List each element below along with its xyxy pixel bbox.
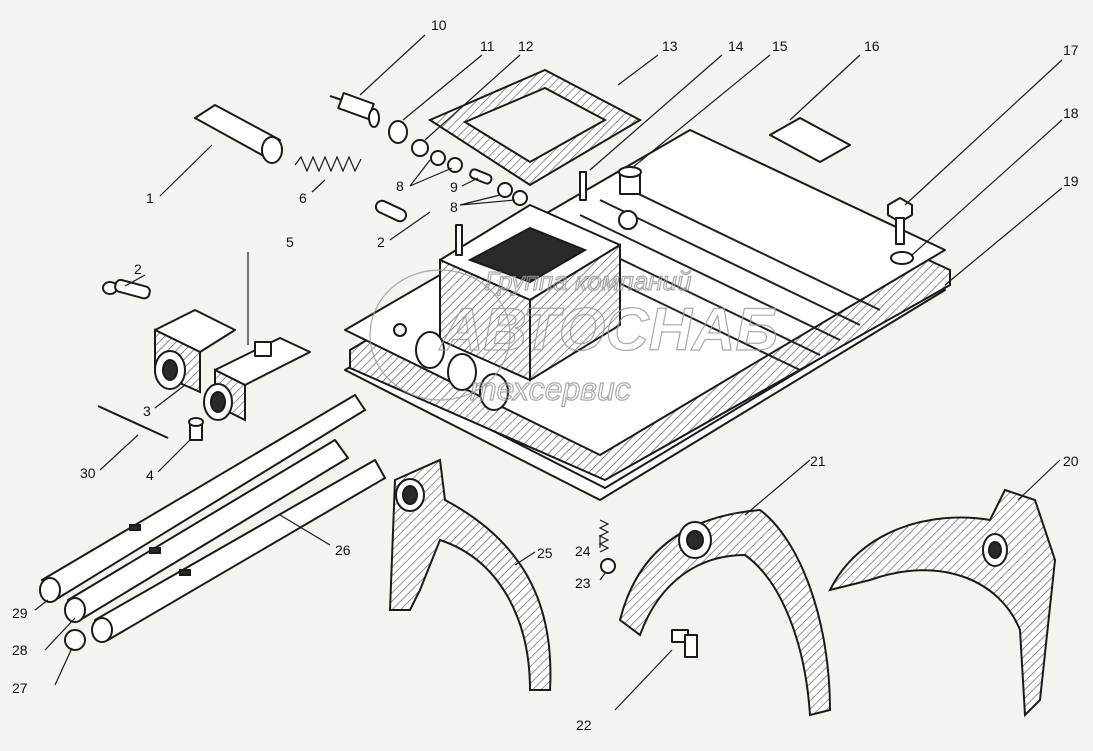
watermark-line2: АВТОСНАБ	[438, 296, 778, 363]
housing-tower-front	[529, 243, 621, 382]
label-12: 12	[518, 38, 534, 54]
housing-boss	[769, 117, 851, 163]
label-24: 24	[575, 543, 591, 559]
switch-sensor	[329, 92, 380, 128]
shift-block	[203, 337, 311, 422]
label-6: 6	[299, 190, 307, 206]
label-21: 21	[810, 453, 826, 469]
label-29: 29	[12, 605, 28, 621]
lock-wire	[97, 405, 169, 439]
lock-screw	[188, 417, 204, 441]
stud	[455, 224, 463, 256]
gearbox-cover-housing	[344, 117, 951, 501]
shift-fork-right	[828, 488, 1057, 718]
label-11: 11	[480, 38, 495, 54]
watermark: Группа компаний АВТОСНАБ техсервис	[369, 265, 778, 408]
shift-head	[154, 309, 236, 394]
detent-ball	[600, 558, 616, 574]
label-5: 5	[286, 234, 294, 250]
label-25: 25	[537, 545, 553, 561]
leader-lines	[34, 34, 1063, 711]
label-22: 22	[576, 717, 592, 733]
lock-pin	[469, 168, 493, 185]
label-15: 15	[772, 38, 788, 54]
pin	[374, 199, 408, 223]
label-23: 23	[575, 575, 591, 591]
watermark-line3: техсервис	[470, 371, 631, 407]
housing-tower-opening	[467, 226, 588, 284]
label-16: 16	[864, 38, 880, 54]
label-2-left: 2	[134, 261, 142, 277]
washer	[890, 251, 914, 265]
housing-bores	[393, 210, 638, 411]
label-14: 14	[728, 38, 744, 54]
sealing-washer	[388, 120, 408, 144]
callout-labels: 1 2 2 3 4 5 6 8 8 9 10 11 12 13 14 15 16…	[12, 17, 1079, 733]
pin	[102, 278, 151, 300]
label-1: 1	[146, 190, 154, 206]
stud	[579, 171, 587, 201]
label-4: 4	[146, 467, 154, 483]
top-gasket	[427, 68, 643, 187]
shift-fork	[388, 458, 552, 691]
label-13: 13	[662, 38, 678, 54]
label-28: 28	[12, 642, 28, 658]
detent-balls	[411, 139, 528, 206]
watermark-line1: Группа компаний	[485, 266, 691, 296]
label-3: 3	[143, 403, 151, 419]
label-10: 10	[431, 17, 447, 33]
label-18: 18	[1063, 105, 1079, 121]
label-17: 17	[1063, 42, 1079, 58]
end-plug	[64, 629, 86, 651]
vent-plug	[618, 166, 642, 195]
label-8-lower: 8	[450, 199, 458, 215]
label-19: 19	[1063, 173, 1079, 189]
label-20: 20	[1063, 453, 1079, 469]
threaded-plug	[194, 104, 283, 164]
spring	[294, 155, 362, 173]
label-9: 9	[450, 179, 458, 195]
label-27: 27	[12, 680, 28, 696]
detent-spring	[598, 519, 610, 553]
label-30: 30	[80, 465, 96, 481]
shift-fork-middle	[618, 508, 832, 717]
label-2-upper: 2	[377, 234, 385, 250]
fork-shoe	[671, 629, 698, 658]
shift-rods	[39, 394, 386, 643]
label-8-upper: 8	[396, 178, 404, 194]
label-26: 26	[335, 542, 351, 558]
